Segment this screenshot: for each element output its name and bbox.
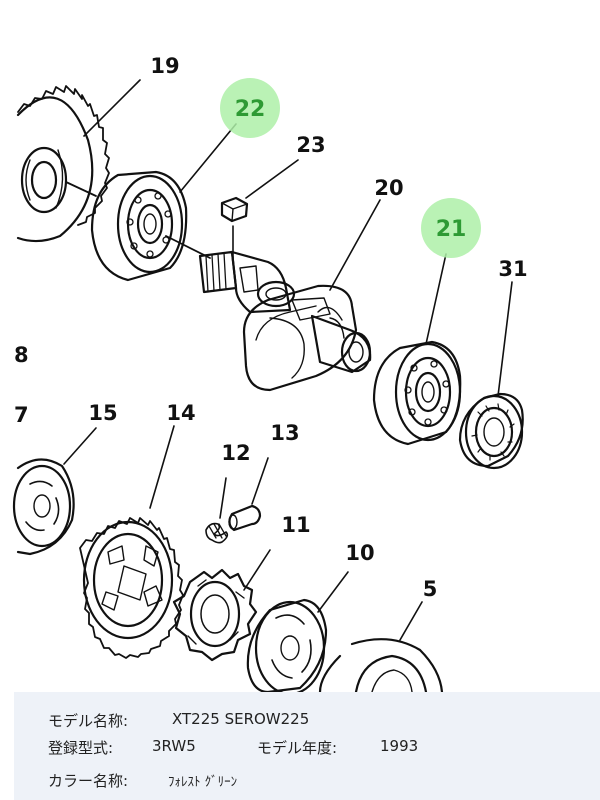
highlight-22 xyxy=(220,78,280,138)
highlight-21 xyxy=(421,198,481,258)
part-label-10: 10 xyxy=(345,541,374,565)
parts-diagram: 19 22 23 20 21 31 8 7 15 14 12 13 11 10 … xyxy=(12,54,528,692)
model-name-label: モデル名称: xyxy=(48,712,129,730)
part-label-12: 12 xyxy=(221,441,250,465)
part-12-spring xyxy=(205,477,229,544)
part-label-8: 8 xyxy=(14,343,29,367)
part-23-key xyxy=(220,196,249,259)
part-label-14: 14 xyxy=(166,401,195,425)
part-label-7: 7 xyxy=(14,403,29,427)
model-name-value: XT225 SEROW225 xyxy=(172,710,310,728)
part-14-gear xyxy=(79,517,184,659)
part-label-23: 23 xyxy=(296,133,325,157)
part-label-5: 5 xyxy=(423,577,438,601)
part-label-13: 13 xyxy=(270,421,299,445)
part-label-15: 15 xyxy=(88,401,117,425)
part-label-19: 19 xyxy=(150,54,179,78)
reg-type-label: 登録型式: xyxy=(48,739,114,757)
part-15-disc xyxy=(12,458,75,556)
model-year-label: モデル年度: xyxy=(257,739,338,757)
exploded-view-drawing: 19 22 23 20 21 31 8 7 15 14 12 13 11 10 … xyxy=(12,54,528,692)
part-19-gear xyxy=(16,85,110,243)
part-13-pin xyxy=(228,457,269,532)
part-label-21[interactable]: 21 xyxy=(436,217,467,242)
part-11-ratchet xyxy=(172,549,271,662)
color-name-label: カラー名称: xyxy=(48,772,129,790)
part-label-31: 31 xyxy=(498,257,527,281)
part-31-seal xyxy=(458,392,524,470)
part-label-20: 20 xyxy=(374,176,403,200)
model-info-panel: モデル名称: XT225 SEROW225 登録型式: 3RW5 モデル年度: … xyxy=(14,692,600,800)
reg-type-value: 3RW5 xyxy=(152,737,196,755)
part-label-11: 11 xyxy=(281,513,310,537)
part-5-bearing xyxy=(318,601,444,692)
part-label-22[interactable]: 22 xyxy=(235,97,266,122)
part-20-shaft xyxy=(198,250,372,392)
part-10-disc xyxy=(246,571,349,692)
model-year-value: 1993 xyxy=(380,737,419,755)
color-name-value: ﾌｫﾚｽﾄ ｸﾞﾘｰﾝ xyxy=(168,775,238,790)
part-21-bearing xyxy=(372,340,462,446)
